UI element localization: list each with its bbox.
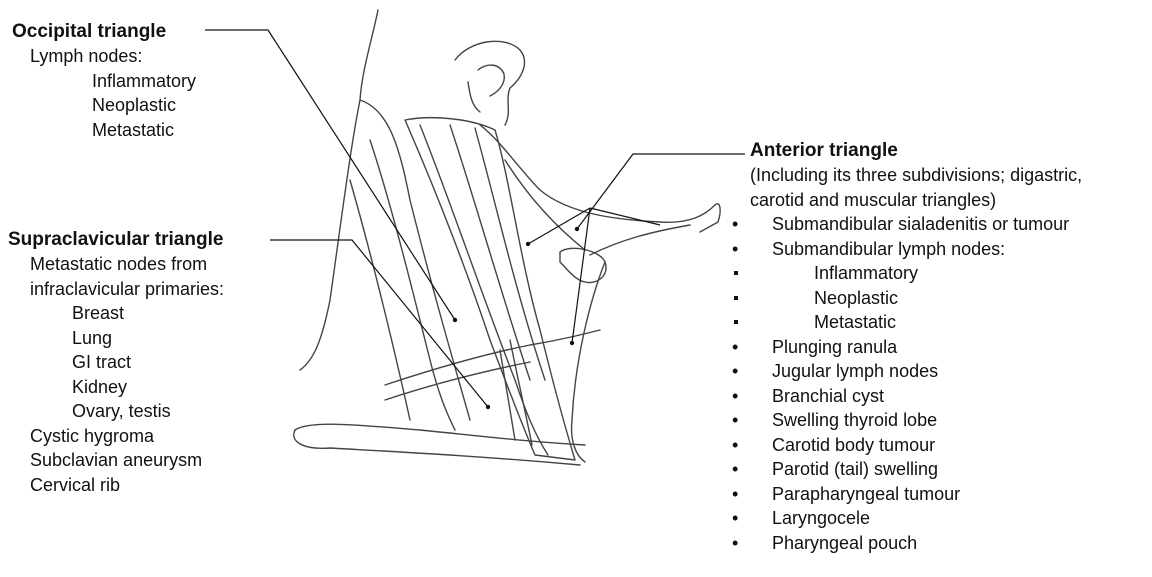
supraclavicular-triangle-panel: Supraclavicular triangle Metastatic node… (8, 228, 224, 497)
ear-outline (455, 41, 525, 125)
list-item: infraclavicular primaries: (8, 277, 224, 302)
list-item: Parapharyngeal tumour (750, 482, 1082, 507)
occipital-triangle-panel: Occipital triangle Lymph nodes: Inflamma… (12, 20, 196, 142)
list-item: Metastatic nodes from (8, 252, 224, 277)
anterior-leader-line-4 (572, 208, 590, 343)
list-item: Swelling thyroid lobe (750, 408, 1082, 433)
leader-dot (486, 405, 490, 409)
list-item: Metastatic (750, 310, 1082, 335)
leader-dot (453, 318, 457, 322)
list-item: Lung (8, 326, 224, 351)
list-item: Parotid (tail) swelling (750, 457, 1082, 482)
list-item: Cervical rib (8, 473, 224, 498)
list-item: Metastatic (12, 118, 196, 143)
occipital-title: Occipital triangle (12, 20, 196, 44)
supraclavicular-leader-line (270, 240, 488, 407)
leader-dot (570, 341, 574, 345)
anterior-title: Anterior triangle (750, 139, 1082, 163)
anterior-leader-line-3 (590, 208, 660, 225)
anterior-note-line: carotid and muscular triangles) (750, 188, 1082, 213)
sternocleidomastoid-muscle (405, 118, 575, 460)
list-item: Carotid body tumour (750, 433, 1082, 458)
list-item: Neoplastic (750, 286, 1082, 311)
supraclavicular-title: Supraclavicular triangle (8, 228, 224, 252)
leader-dot (526, 242, 530, 246)
list-item: Neoplastic (12, 93, 196, 118)
list-item: Breast (8, 301, 224, 326)
leader-dot (575, 227, 579, 231)
scalene-muscles (500, 350, 515, 440)
list-item: Subclavian aneurysm (8, 448, 224, 473)
list-item: GI tract (8, 350, 224, 375)
occipital-leader-line (205, 30, 455, 320)
anterior-note-line: (Including its three subdivisions; digas… (750, 163, 1082, 188)
list-item: Plunging ranula (750, 335, 1082, 360)
list-item: Inflammatory (12, 69, 196, 94)
neck-front-outline (572, 262, 605, 462)
list-item: Submandibular sialadenitis or tumour (750, 212, 1082, 237)
list-item: Jugular lymph nodes (750, 359, 1082, 384)
list-item: Inflammatory (750, 261, 1082, 286)
list-item: Submandibular lymph nodes: (750, 237, 1082, 262)
list-item: Laryngocele (750, 506, 1082, 531)
list-item: Ovary, testis (8, 399, 224, 424)
jaw-outline (480, 125, 715, 222)
neck-back-outline (300, 10, 378, 370)
list-item: Kidney (8, 375, 224, 400)
list-item: Cystic hygroma (8, 424, 224, 449)
trapezius-muscle (360, 100, 470, 420)
anterior-leader-line-2 (528, 208, 590, 244)
omohyoid-muscle (385, 330, 600, 385)
list-item: Lymph nodes: (12, 44, 196, 69)
list-item: Pharyngeal pouch (750, 531, 1082, 556)
clavicle-outline (295, 424, 585, 445)
list-item: Branchial cyst (750, 384, 1082, 409)
anterior-triangle-panel: Anterior triangle (Including its three s… (750, 139, 1082, 555)
digastric-muscle (505, 160, 585, 250)
